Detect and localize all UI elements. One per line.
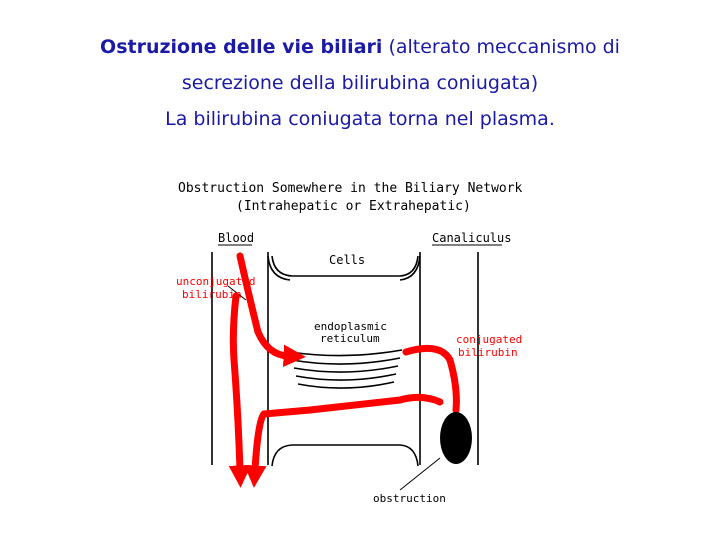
reflux-flow-arrow-upper [244,393,444,488]
blood-label: Blood [218,231,254,245]
diagram-heading-1: Obstruction Somewhere in the Biliary Net… [178,181,523,196]
slide-title-line-1: Ostruzione delle vie biliari (alterato m… [0,36,720,58]
slide-title-bold: Ostruzione delle vie biliari [100,36,383,58]
unconjugated-flow-arrow [236,252,306,367]
conjugated-flow-arrow [402,344,460,414]
cell-membranes [211,252,479,467]
er-label-1: endoplasmic [314,320,387,333]
obstruction-label: obstruction [373,492,446,505]
obstruction-blob [440,412,472,464]
er-label-2: reticulum [320,332,380,345]
unconjugated-label-1: unconjugated [176,275,255,288]
endoplasmic-reticulum [289,349,403,389]
canaliculus-label: Canaliculus [432,231,511,245]
slide-subtitle: La bilirubina coniugata torna nel plasma… [165,108,555,130]
obstruction-pointer [399,457,441,491]
slide-title-line-2: secrezione della bilirubina coniugata) [181,72,539,94]
conjugated-label-1: conjugated [456,333,522,346]
unconjugated-label-2: bilirubin [182,288,242,301]
blood-flow-arrow-left [228,292,252,488]
cells-label: Cells [329,253,365,267]
diagram-heading-2: (Intrahepatic or Extrahepatic) [236,199,471,214]
slide-title-rest: (alterato meccanismo di [382,36,620,58]
conjugated-label-2: bilirubin [458,346,518,359]
bilirubin-flow [228,252,460,488]
